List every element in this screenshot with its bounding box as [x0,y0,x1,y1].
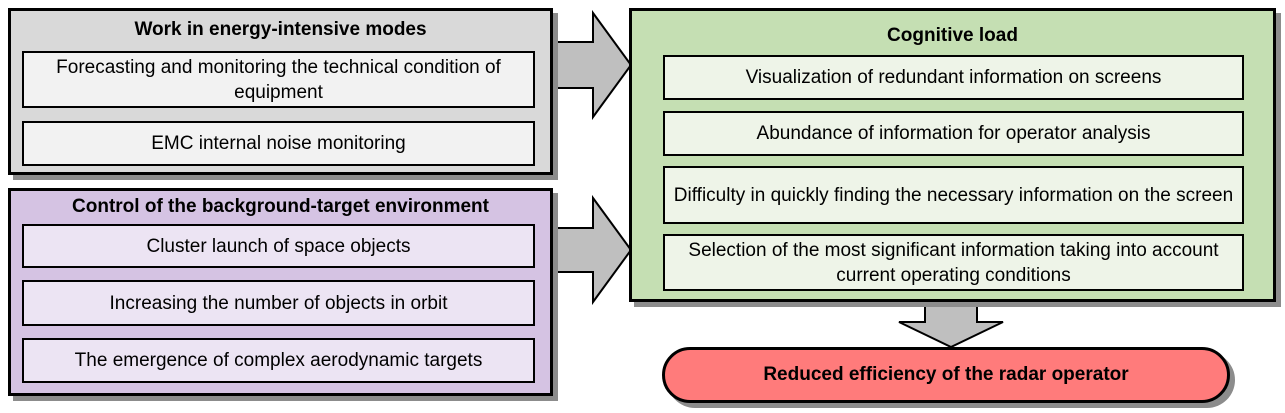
energy-item-emc-noise: EMC internal noise monitoring [22,121,535,166]
result-reduced-efficiency: Reduced efficiency of the radar operator [662,347,1230,403]
environment-item-aerodynamic-targets: The emergence of complex aerodynamic tar… [22,338,535,383]
cognitive-item-finding-difficulty: Difficulty in quickly finding the necess… [663,166,1244,224]
cognitive-item-redundant-info: Visualization of redundant information o… [663,55,1244,100]
cognitive-item-information-abundance: Abundance of information for operator an… [663,111,1244,156]
arrow-cognitive-to-result [898,301,1004,349]
energy-item-forecasting: Forecasting and monitoring the technical… [22,51,535,108]
cognitive-load-title: Cognitive load [887,25,1018,46]
arrow-energy-to-cognitive [552,9,633,121]
energy-modes-title: Work in energy-intensive modes [134,19,427,40]
energy-modes-panel: Work in energy-intensive modes Forecasti… [8,8,553,175]
cognitive-load-panel: Cognitive load Visualization of redundan… [629,8,1276,302]
arrow-environment-to-cognitive [552,194,633,306]
cognitive-item-significant-info: Selection of the most significant inform… [663,234,1244,291]
background-target-title: Control of the background-target environ… [72,196,489,217]
background-target-panel: Control of the background-target environ… [8,188,553,396]
environment-item-cluster-launch: Cluster launch of space objects [22,224,535,268]
environment-item-objects-orbit: Increasing the number of objects in orbi… [22,280,535,326]
